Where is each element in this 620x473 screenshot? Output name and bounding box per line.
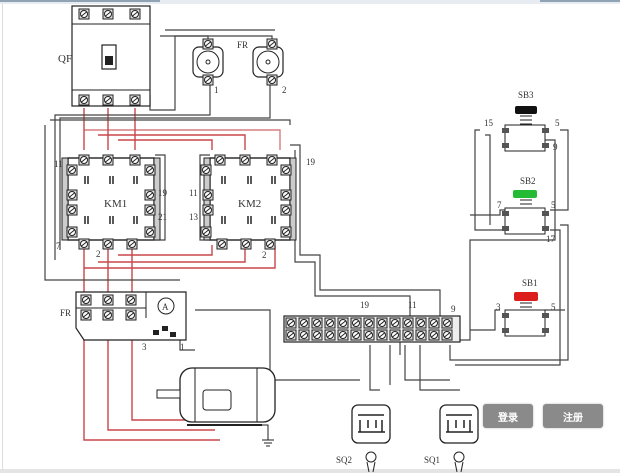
sb3-label: SB3 [518, 90, 534, 100]
sb2-label: SB2 [520, 176, 536, 186]
thermal-relay-label: FR [60, 308, 71, 318]
fuses-label: FR [237, 40, 248, 50]
thermal-relay-terminal-3: 3 [142, 342, 147, 352]
button-sb2: SB2 7 5 17 [497, 176, 556, 244]
limit-switch-sq2: SQ2 [336, 404, 391, 473]
breaker-label: QF [58, 53, 72, 65]
km1-label: KM1 [104, 198, 127, 210]
km2-terminal-13: 13 [189, 212, 199, 222]
sq2-label: SQ2 [336, 455, 352, 465]
sb1-terminal-3: 3 [496, 302, 501, 312]
left-border [2, 4, 3, 469]
register-button[interactable]: 注册 [543, 404, 603, 428]
contactor-km2: KM2 11 13 2 19 [189, 154, 316, 260]
sq1-label: SQ1 [424, 455, 440, 465]
sb3-terminal-5: 5 [555, 118, 560, 128]
km2-terminal-11: 11 [189, 188, 198, 198]
sb2-terminal-5: 5 [551, 200, 556, 210]
terminal-label-19: 19 [360, 300, 370, 310]
fuse-terminal-1: 1 [214, 85, 219, 95]
fuses-fr: FR 1 2 [192, 38, 287, 95]
sb2-terminal-7: 7 [497, 200, 502, 210]
limit-switch-sq1: SQ1 [424, 404, 479, 473]
km1-terminal-11: 11 [54, 159, 63, 169]
sb2-terminal-17: 17 [546, 234, 556, 244]
sb1-label: SB1 [522, 278, 538, 288]
sb3-terminal-15: 15 [484, 118, 494, 128]
fuse-terminal-2: 2 [282, 85, 287, 95]
ammeter-label: A [162, 302, 169, 312]
km1-terminal-7: 7 [56, 241, 61, 251]
km1-terminal-21: 21 [158, 212, 167, 222]
km2-terminal-2: 2 [262, 250, 267, 260]
bottom-border [0, 469, 620, 473]
thermal-relay-terminal-1: 1 [180, 342, 185, 352]
km1-terminal-2: 2 [96, 249, 101, 259]
terminal-label-11: 11 [408, 300, 417, 310]
button-sb3: SB3 15 5 9 [484, 90, 560, 152]
button-sb1: SB1 3 5 [496, 278, 556, 337]
contactor-km1: KM1 11 19 21 7 2 [54, 154, 168, 259]
sb1-terminal-5: 5 [551, 302, 556, 312]
login-button[interactable]: 登录 [483, 404, 533, 428]
km1-terminal-19: 19 [158, 188, 168, 198]
terminal-block: 19 11 9 [283, 300, 461, 343]
terminal-label-9: 9 [451, 304, 456, 314]
sb3-terminal-9: 9 [553, 142, 558, 152]
km2-label: KM2 [238, 198, 261, 210]
thermal-relay-fr: A FR 3 1 [60, 291, 187, 352]
breaker-qf: QF [58, 5, 151, 107]
motor [156, 367, 276, 447]
km2-wire-19: 19 [306, 157, 316, 167]
top-border [0, 0, 620, 4]
